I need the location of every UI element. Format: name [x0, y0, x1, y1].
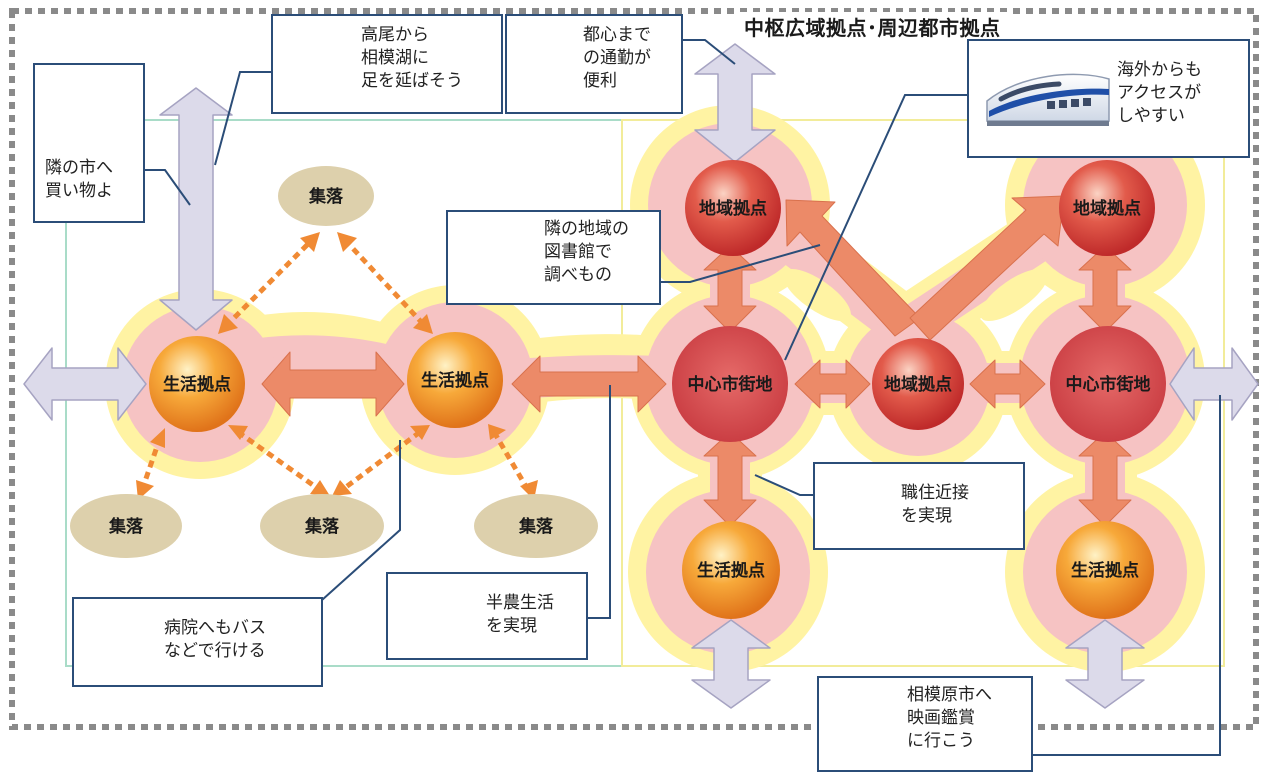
diagram-title: 中枢広域拠点･周辺都市拠点: [738, 12, 1007, 41]
east-external-arrow: [1169, 347, 1259, 421]
bullet-train-icon: [986, 73, 1110, 126]
leader-work-live: [754, 474, 814, 496]
dashed-arrowhead: [136, 480, 154, 500]
arrow-chiiki2-chushin2: [969, 359, 1046, 409]
callout-takao: 高尾から 相模湖に 足を延ばそう: [271, 14, 503, 114]
shuraku-top-label: 集落: [308, 186, 344, 207]
arrow-seikatsu1-seikatsu2: [261, 351, 405, 417]
callout-work-live-text: 職住近接 を実現: [901, 483, 969, 526]
callout-shopping-text: 隣の市へ 買い物よ: [45, 158, 113, 201]
shuraku-bl-label: 集落: [108, 516, 144, 537]
shuraku-top-node: [278, 166, 374, 226]
chiiki-3-node: [1059, 160, 1155, 256]
yellow-lens-left: [783, 268, 851, 322]
dashed-arrowhead: [228, 425, 248, 440]
arrow-seikatsu2-chushin1: [511, 355, 667, 413]
dashed-arrow-shuraku-top-seikatsu2: [343, 238, 427, 328]
shuraku-br-label: 集落: [518, 516, 554, 537]
leader-hospital: [321, 440, 401, 601]
dashed-arrowhead: [413, 314, 433, 334]
south-arrow-from-seikatsu-4: [1065, 619, 1145, 709]
chushin-2-node: [1050, 326, 1166, 442]
callout-hospital: 病院へもバス などで行ける: [72, 597, 323, 687]
dashed-arrowhead: [488, 424, 506, 440]
callout-movie-text: 相模原市へ 映画鑑賞 に行こう: [907, 685, 992, 751]
callout-half-farm: 半農生活 を実現: [386, 572, 588, 660]
arrow-chushin1-chiiki2: [794, 359, 871, 409]
shuraku-br-node: [474, 494, 598, 558]
dashed-arrowhead: [300, 232, 320, 252]
leader-library: [661, 244, 821, 283]
dashed-arrow-seikatsu1-shuraku-top: [224, 238, 314, 328]
callout-takao-text: 高尾から 相模湖に 足を延ばそう: [361, 25, 463, 91]
callout-movie: 相模原市へ 映画鑑賞 に行こう: [817, 676, 1033, 772]
shuraku-bm-node: [260, 494, 384, 558]
leader-takao: [214, 71, 272, 166]
chiiki-1-node: [685, 160, 781, 256]
leader-shopping: [143, 169, 191, 206]
outer-dotted-frame: [9, 8, 1259, 730]
chushin-1-label: 中心市街地: [688, 374, 773, 395]
callout-overseas-text: 海外からも アクセスが しやすい: [1117, 60, 1202, 126]
chiiki-2-label: 地域拠点: [884, 374, 952, 395]
dashed-arrowhead: [310, 480, 330, 496]
north-arrow-to-seikatsu-1: [159, 87, 233, 331]
dashed-arrow-seikatsu1-shuraku-bl: [139, 437, 163, 491]
chiiki-1-label: 地域拠点: [699, 198, 767, 219]
callout-commute: 都心まで の通勤が 便利: [505, 14, 683, 114]
chushin-2-label: 中心市街地: [1066, 374, 1151, 395]
seikatsu-3-label: 生活拠点: [697, 560, 765, 581]
chushin-1-node: [672, 326, 788, 442]
leader-commute: [683, 39, 736, 65]
seikatsu-3-node: [682, 521, 780, 619]
callout-shopping: 隣の市へ 買い物よ: [33, 63, 145, 223]
seikatsu-4-label: 生活拠点: [1071, 560, 1139, 581]
callout-overseas: 海外からも アクセスが しやすい: [967, 39, 1250, 158]
leader-overseas: [784, 94, 968, 361]
seikatsu-1-label: 生活拠点: [163, 374, 231, 395]
dashed-arrowhead: [150, 428, 165, 448]
south-arrow-from-seikatsu-3: [691, 619, 771, 709]
callout-work-live: 職住近接 を実現: [813, 462, 1025, 550]
yellow-lens-right: [980, 268, 1048, 322]
seikatsu-2-label: 生活拠点: [421, 370, 489, 391]
arrow-chiiki2-chiiki3: [909, 195, 1065, 341]
dashed-arrowhead: [332, 480, 352, 496]
dashed-arrow-seikatsu2-shuraku-bm: [340, 429, 422, 493]
west-external-arrow: [23, 347, 147, 421]
seikatsu-1-node: [149, 336, 245, 432]
dashed-arrow-seikatsu1-shuraku-bm: [236, 429, 322, 493]
dashed-arrowhead: [218, 314, 238, 334]
chiiki-3-label: 地域拠点: [1073, 198, 1141, 219]
callout-library: 隣の地域の 図書館で 調べもの: [446, 210, 661, 305]
shuraku-bm-label: 集落: [304, 516, 340, 537]
chiiki-2-node: [872, 338, 964, 430]
callout-library-text: 隣の地域の 図書館で 調べもの: [544, 219, 629, 285]
leader-half-farm: [587, 385, 611, 619]
shuraku-bl-node: [70, 494, 182, 558]
dashed-arrowhead: [410, 425, 430, 440]
callout-commute-text: 都心まで の通勤が 便利: [583, 25, 651, 91]
seikatsu-2-node: [407, 332, 503, 428]
arrow-chiiki1-chiiki2: [785, 199, 921, 337]
seikatsu-4-node: [1056, 521, 1154, 619]
callout-half-farm-text: 半農生活 を実現: [486, 593, 554, 636]
dashed-arrowhead: [337, 232, 357, 252]
leader-movie: [1032, 395, 1221, 756]
callout-hospital-text: 病院へもバス などで行ける: [164, 618, 266, 661]
